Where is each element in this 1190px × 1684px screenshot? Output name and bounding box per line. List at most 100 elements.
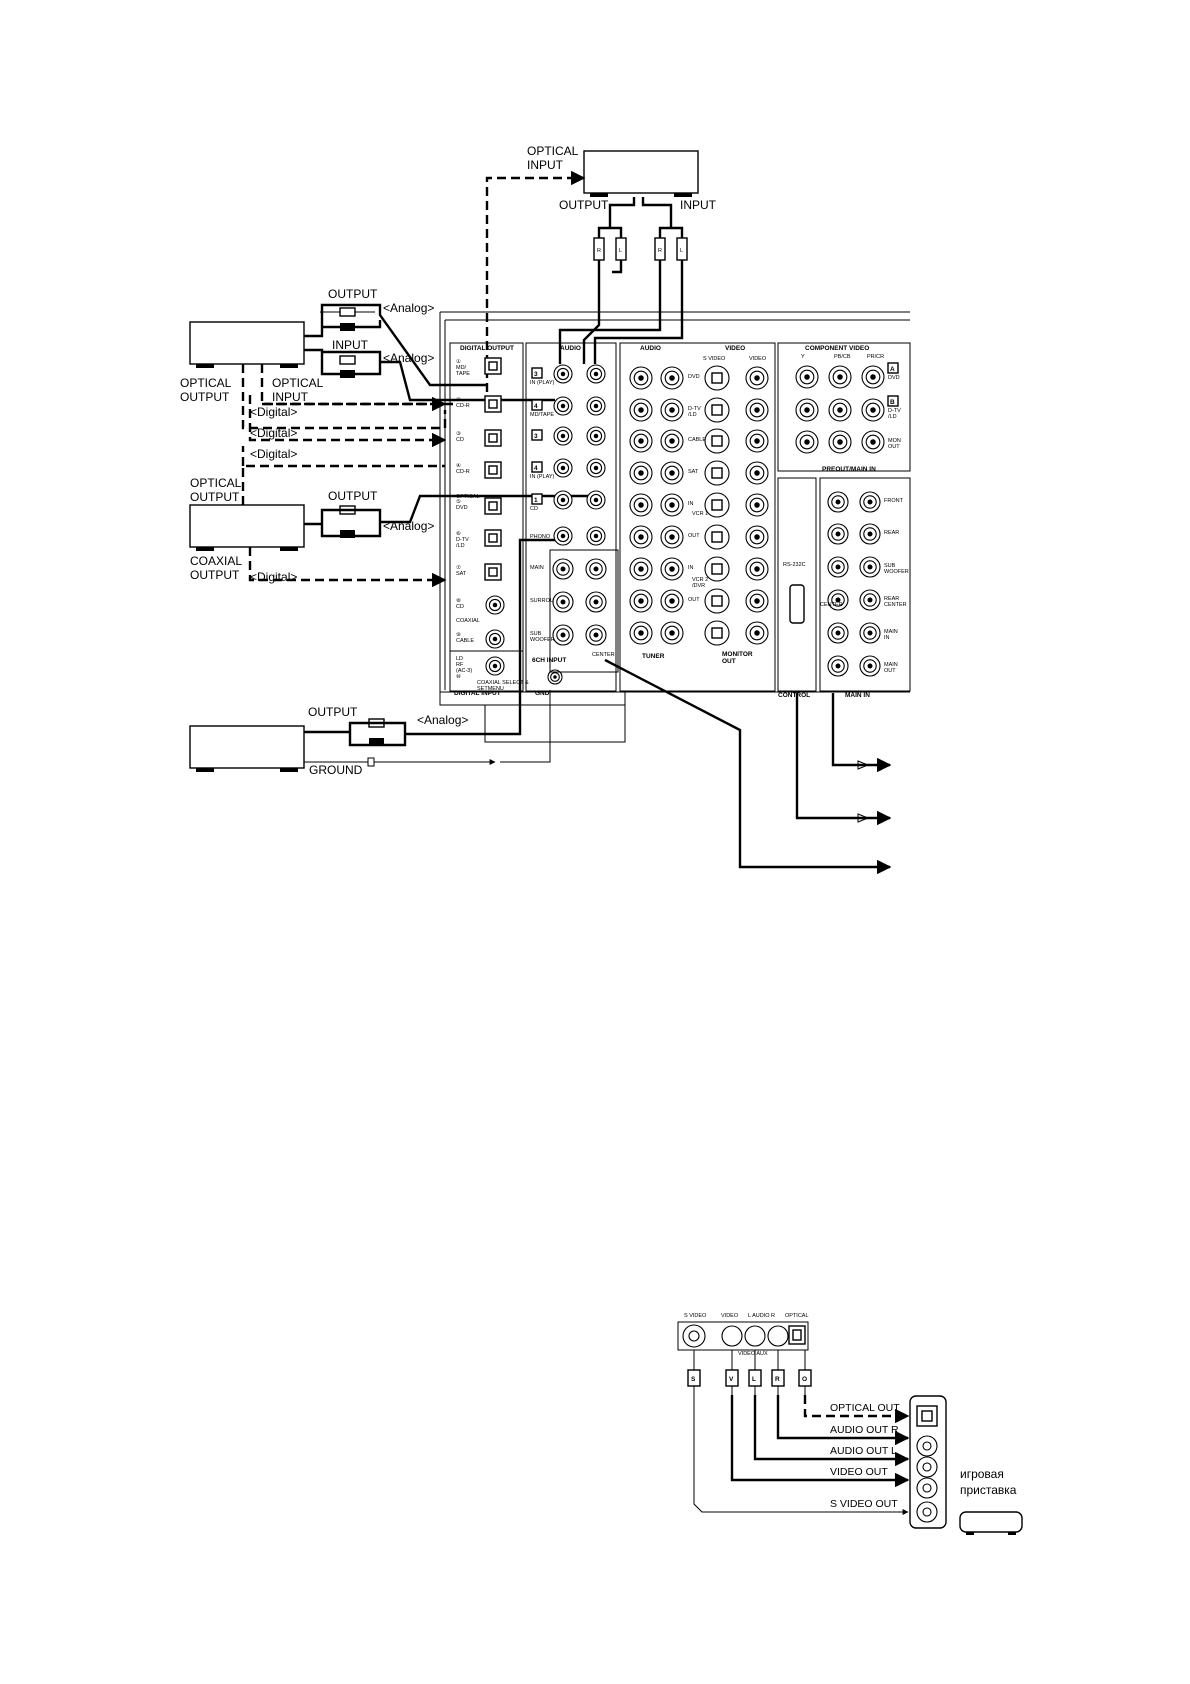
optical-jack-4[interactable] (484, 461, 502, 479)
svideo-jack-4[interactable] (704, 460, 730, 486)
svideo-jack-1[interactable] (704, 365, 730, 391)
sub-woofer-jack-1[interactable] (552, 624, 574, 646)
audio-row-label-1: IN (PLAY) (530, 380, 555, 386)
video-audio-r-2[interactable] (629, 398, 653, 422)
monitor-video-jack[interactable] (745, 621, 769, 645)
video-jack-7[interactable] (745, 557, 769, 581)
tuner-jack-1[interactable] (629, 621, 653, 645)
optical-jack-6[interactable] (484, 529, 502, 547)
optical-jack-3[interactable] (484, 429, 502, 447)
svideo-jack-8[interactable] (704, 588, 730, 614)
video-audio-l-7[interactable] (660, 557, 684, 581)
preout-jack-r-6[interactable] (827, 655, 849, 677)
video-audio-l-4[interactable] (660, 461, 684, 485)
main-jack-2[interactable] (585, 558, 607, 580)
preout-jack-r-1[interactable] (827, 491, 849, 513)
video-audio-l-5[interactable] (660, 493, 684, 517)
audio-jack-l-1[interactable] (586, 364, 606, 384)
gnd-terminal[interactable] (547, 669, 563, 685)
monitor-svideo-jack[interactable] (704, 620, 730, 646)
audio-jack-r-2[interactable] (553, 396, 573, 416)
audio-jack-l-3[interactable] (586, 426, 606, 446)
video-jack-3[interactable] (745, 429, 769, 453)
console-plug-O: O (798, 1350, 812, 1395)
turntable-analog-cable (304, 538, 560, 747)
optical-jack-7[interactable] (484, 563, 502, 581)
preout-jack-l-5[interactable] (859, 622, 881, 644)
video-row-label-6: OUT (688, 533, 700, 539)
component-jack-0-0[interactable] (795, 365, 819, 389)
sub-woofer-jack-2[interactable] (585, 624, 607, 646)
preout-jack-l-2[interactable] (859, 523, 881, 545)
video-audio-r-6[interactable] (629, 525, 653, 549)
component-jack-1-1[interactable] (828, 398, 852, 422)
svideo-jack-2[interactable] (704, 397, 730, 423)
component-jack-1-2[interactable] (861, 398, 885, 422)
audio-jack-r-5[interactable] (553, 490, 573, 510)
video-audio-r-7[interactable] (629, 557, 653, 581)
preout-jack-l-3[interactable] (859, 556, 881, 578)
svideo-jack-5[interactable] (704, 492, 730, 518)
video-audio-r-3[interactable] (629, 429, 653, 453)
svideo-jack-6[interactable] (704, 524, 730, 550)
svg-text:AUDIO: AUDIO (560, 345, 581, 352)
video-jack-6[interactable] (745, 525, 769, 549)
video-audio-l-6[interactable] (660, 525, 684, 549)
audio-jack-r-4[interactable] (553, 458, 573, 478)
optical-jack-1[interactable] (484, 357, 502, 375)
video-audio-r-1[interactable] (629, 366, 653, 390)
svg-text:A: A (890, 366, 895, 373)
component-jack-2-2[interactable] (861, 430, 885, 454)
main-jack-1[interactable] (552, 558, 574, 580)
video-audio-r-8[interactable] (629, 589, 653, 613)
preout-jack-r-5[interactable] (827, 622, 849, 644)
tuner-jack-2[interactable] (660, 621, 684, 645)
phono-jack-r[interactable] (553, 526, 573, 546)
video-jack-8[interactable] (745, 589, 769, 613)
preout-jack-l-6[interactable] (859, 655, 881, 677)
video-jack-5[interactable] (745, 493, 769, 517)
preout-jack-l-1[interactable] (859, 491, 881, 513)
ld-rf-jack[interactable] (485, 656, 505, 676)
surround-jack-2[interactable] (585, 591, 607, 613)
coaxial-jack-8[interactable] (485, 595, 505, 615)
video-audio-l-8[interactable] (660, 589, 684, 613)
surround-jack-1[interactable] (552, 591, 574, 613)
cd-analog-cable (304, 494, 590, 538)
optical-jack-5[interactable] (484, 497, 502, 515)
svideo-jack-3[interactable] (704, 428, 730, 454)
video-jack-2[interactable] (745, 398, 769, 422)
component-jack-2-1[interactable] (828, 430, 852, 454)
video-audio-l-1[interactable] (660, 366, 684, 390)
optical-jack-2[interactable] (484, 395, 502, 413)
phono-jack-l[interactable] (586, 526, 606, 546)
coaxial-jack-9[interactable] (485, 629, 505, 649)
video-audio-l-2[interactable] (660, 398, 684, 422)
component-jack-2-0[interactable] (795, 430, 819, 454)
video-jack-4[interactable] (745, 461, 769, 485)
video-audio-r-5[interactable] (629, 493, 653, 517)
preout-jack-l-4[interactable] (859, 589, 881, 611)
component-jack-1-0[interactable] (795, 398, 819, 422)
svideo-jack-7[interactable] (704, 556, 730, 582)
video-audio-r-4[interactable] (629, 461, 653, 485)
preout-jack-r-3[interactable] (827, 556, 849, 578)
audio-jack-r-1[interactable] (553, 364, 573, 384)
video-jack-1[interactable] (745, 366, 769, 390)
audio-jack-l-5[interactable] (586, 490, 606, 510)
digital-input-label: DIGITAL INPUT (454, 690, 501, 697)
preout-jack-r-2[interactable] (827, 523, 849, 545)
svg-text:4: 4 (534, 403, 538, 410)
gnd-label: GND (535, 690, 550, 697)
component-jack-0-1[interactable] (828, 365, 852, 389)
preout-jack-r-4[interactable] (827, 589, 849, 611)
audio-jack-r-3[interactable] (553, 426, 573, 446)
video-audio-l-3[interactable] (660, 429, 684, 453)
audio-jack-l-2[interactable] (586, 396, 606, 416)
component-jack-0-2[interactable] (861, 365, 885, 389)
audio-jack-l-4[interactable] (586, 458, 606, 478)
